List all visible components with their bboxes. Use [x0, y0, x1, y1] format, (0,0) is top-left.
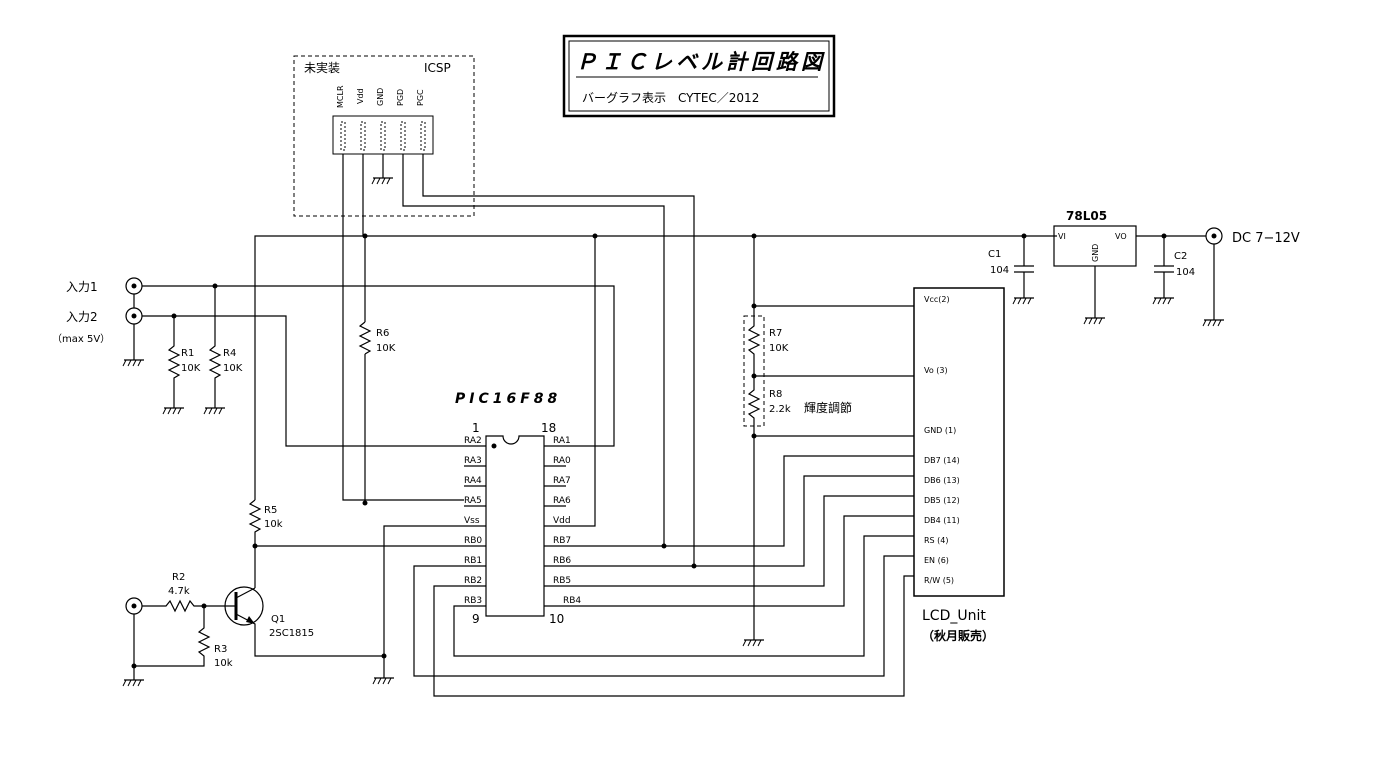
icsp-pin-pgd: PGD — [396, 89, 405, 106]
transistor-q1: Q1 2SC1815 — [206, 586, 384, 657]
reg-vi: VI — [1058, 232, 1066, 241]
icsp-label: ICSP — [424, 61, 451, 75]
lcd-pin-rs: RS (4) — [924, 536, 949, 545]
lcd-unit: Vcc(2) Vo (3) GND (1) DB7 (14) DB6 (13) … — [913, 287, 1005, 643]
pic-rb7: RB7 — [553, 536, 571, 546]
pic-ra5: RA5 — [464, 496, 482, 506]
title-block: ＰＩＣレベル計回路図 バーグラフ表示 CYTEC／2012 — [562, 34, 836, 118]
title-main: ＰＩＣレベル計回路図 — [576, 50, 826, 74]
lcd-pin-db4: DB4 (11) — [924, 516, 960, 525]
pic-ra4: RA4 — [464, 476, 482, 486]
input2-label: 入力2 — [66, 310, 98, 324]
r5-name: R5 — [264, 505, 277, 516]
input-2: 入力2 （max 5V） — [52, 307, 464, 447]
r8-value: 2.2k — [769, 404, 791, 415]
pic-vdd: Vdd — [553, 516, 571, 526]
icsp-note: 未実装 — [304, 60, 340, 75]
lcd-vendor: （秋月販売） — [922, 628, 994, 643]
icsp-pin-mclr: MCLR — [336, 85, 345, 108]
vdd-rail — [254, 235, 1057, 500]
r2-name: R2 — [172, 572, 185, 583]
reg-name: 78L05 — [1066, 209, 1107, 223]
pic-vss: Vss — [464, 516, 480, 526]
pic-ra3: RA3 — [464, 456, 482, 466]
lcd-pin-rw: R/W (5) — [924, 576, 954, 585]
pic-pin18: 18 — [541, 421, 556, 435]
regulator-78l05: 78L05 VI VO GND — [1053, 209, 1137, 325]
input1-label: 入力1 — [66, 280, 98, 294]
r6-name: R6 — [376, 328, 389, 339]
pic-rb6: RB6 — [553, 556, 571, 566]
q1-name: Q1 — [271, 614, 285, 625]
r8-name: R8 — [769, 389, 782, 400]
r1-name: R1 — [181, 348, 194, 359]
r4-value: 10K — [223, 363, 243, 374]
q1-part: 2SC1815 — [269, 628, 314, 639]
icsp-pin-vdd: Vdd — [356, 88, 365, 104]
lcd-pin-db7: DB7 (14) — [924, 456, 960, 465]
icsp-pin-pgc: PGC — [416, 89, 425, 106]
title-sub: バーグラフ表示 CYTEC／2012 — [582, 91, 759, 105]
r7-name: R7 — [769, 328, 782, 339]
pic-name: PIC16F88 — [455, 391, 561, 407]
icsp-pin-gnd: GND — [376, 88, 385, 106]
pic-pin1: 1 — [472, 421, 480, 435]
pic-ra0: RA0 — [553, 456, 571, 466]
pic-ra6: RA6 — [553, 496, 571, 506]
c2-value: 104 — [1176, 267, 1195, 278]
lcd-pin-vo: Vo (3) — [924, 366, 948, 375]
pic-pin10: 10 — [549, 612, 564, 626]
pic16f88: PIC16F88 1 18 9 10 RA2 RA3 RA4 RA5 Vss R… — [455, 391, 581, 626]
pic-ra1: RA1 — [553, 436, 571, 446]
lcd-pin-vcc: Vcc(2) — [924, 295, 950, 304]
pic-rb2: RB2 — [464, 576, 482, 586]
r5-value: 10k — [264, 519, 283, 530]
pic-ra2: RA2 — [464, 436, 482, 446]
reg-vo: VO — [1115, 232, 1127, 241]
lcd-pin-db6: DB6 (13) — [924, 476, 960, 485]
dc-jack: DC 7−12V — [1202, 227, 1300, 327]
pic-rb1: RB1 — [464, 556, 482, 566]
r8-note: 輝度調節 — [804, 400, 852, 415]
lcd-pin-en: EN (6) — [924, 556, 949, 565]
power-label: DC 7−12V — [1232, 231, 1300, 246]
input2-note: （max 5V） — [52, 333, 110, 345]
r4-name: R4 — [223, 348, 236, 359]
lcd-name: LCD_Unit — [922, 608, 986, 624]
r3-value: 10k — [214, 658, 233, 669]
c1-value: 104 — [990, 265, 1009, 276]
pic-rb4: RB4 — [563, 596, 581, 606]
r2-value: 4.7k — [168, 586, 190, 597]
pic-pin9: 9 — [472, 612, 480, 626]
pic-rb5: RB5 — [553, 576, 571, 586]
r6-value: 10K — [376, 343, 396, 354]
pic-ra7: RA7 — [553, 476, 571, 486]
lcd-pin-gnd: GND (1) — [924, 426, 956, 435]
input-1: 入力1 — [66, 277, 615, 447]
r7-value: 10K — [769, 343, 789, 354]
pic-rb3: RB3 — [464, 596, 482, 606]
r3-name: R3 — [214, 644, 227, 655]
c1-name: C1 — [988, 249, 1001, 260]
r1-value: 10K — [181, 363, 201, 374]
c2-name: C2 — [1174, 251, 1187, 262]
lcd-pin-db5: DB5 (12) — [924, 496, 960, 505]
reg-gnd: GND — [1091, 244, 1100, 262]
icsp-block: 未実装 ICSP MCLR Vdd GND PGD PGC — [293, 55, 475, 217]
pic-rb0: RB0 — [464, 536, 482, 546]
